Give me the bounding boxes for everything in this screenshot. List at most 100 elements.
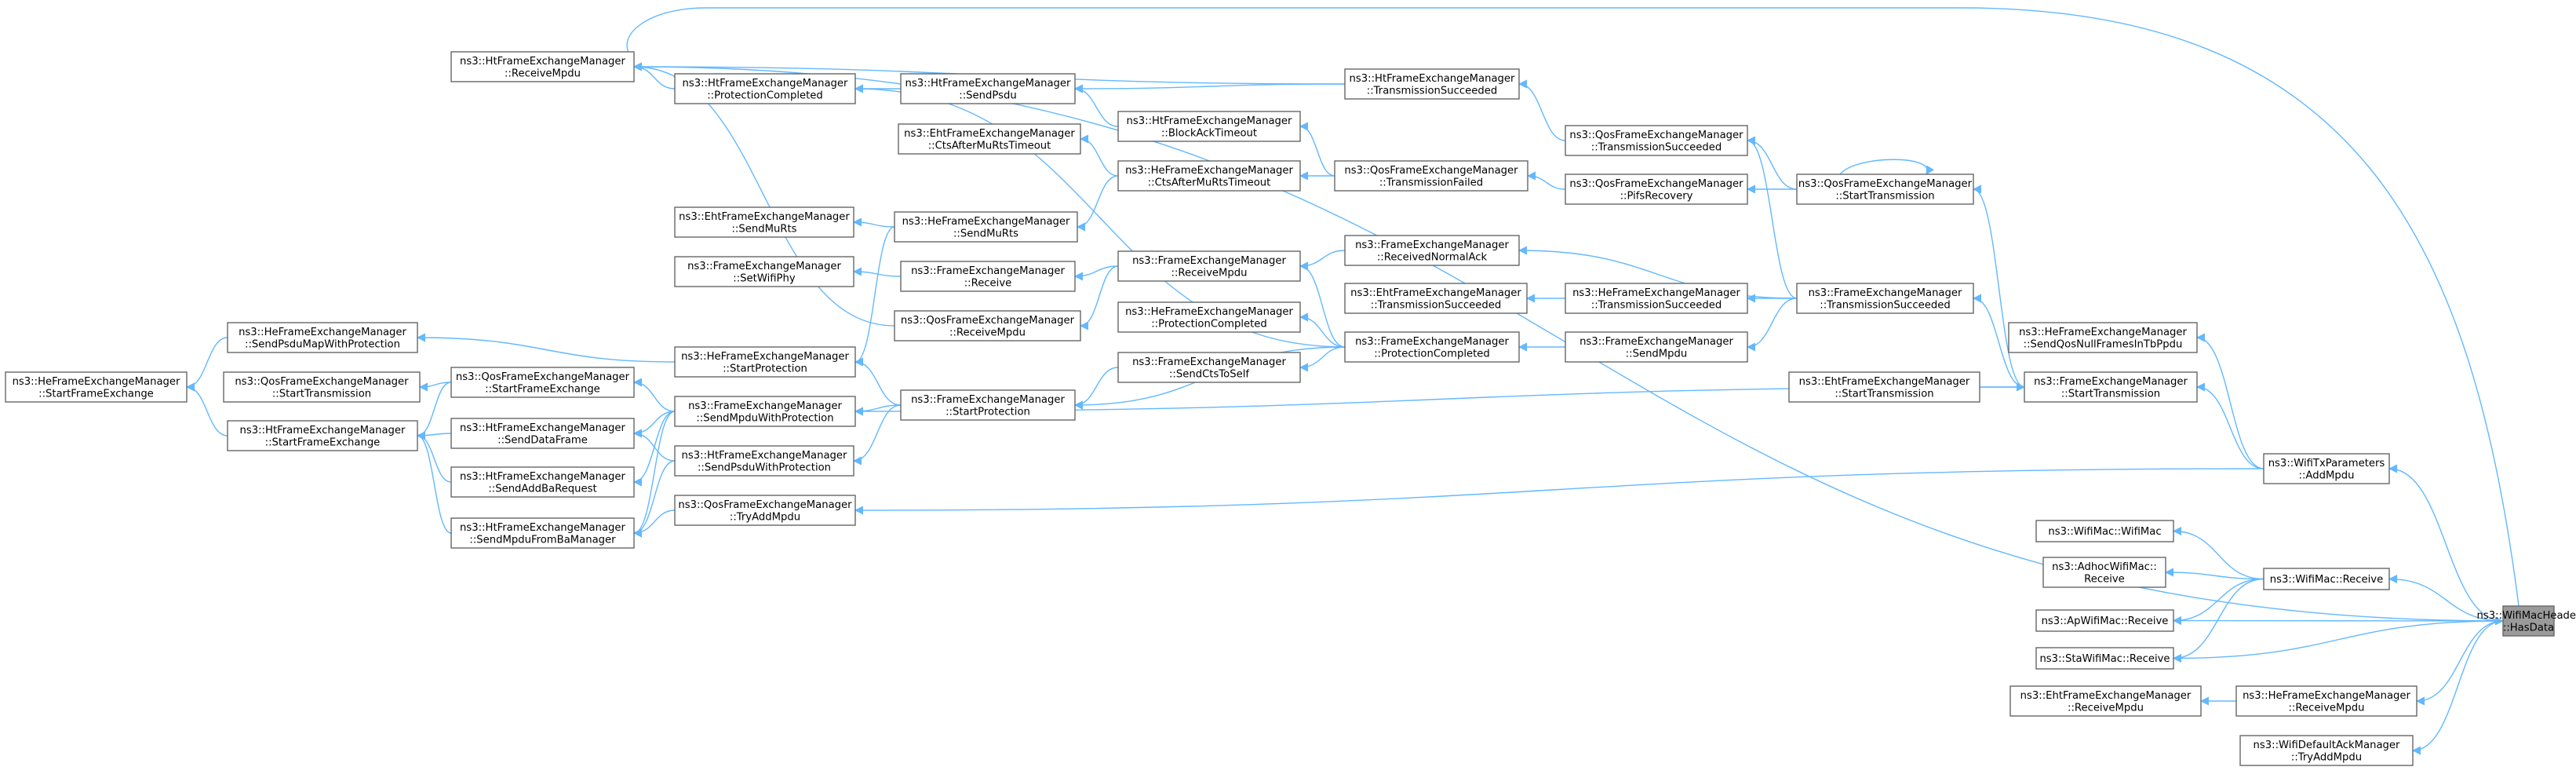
edge-ht-txs-to-ht-sendpsdu bbox=[1073, 83, 1346, 93]
node-q-txs[interactable]: ns3::QosFrameExchangeManager::Transmissi… bbox=[1565, 125, 1748, 156]
node-he-startfe[interactable]: ns3::HeFrameExchangeManager::StartFrameE… bbox=[5, 371, 188, 403]
node-ht-startfe[interactable]: ns3::HtFrameExchangeManager::StartFrameE… bbox=[227, 420, 418, 451]
node-fem-sendmpdu[interactable]: ns3::FrameExchangeManager::SendMpdu bbox=[1565, 331, 1748, 363]
node-box bbox=[894, 310, 1081, 342]
node-dack-try[interactable]: ns3::WifiDefaultAckManager::TryAddMpdu bbox=[2239, 735, 2414, 766]
node-label: ::StartProtection bbox=[946, 406, 1030, 418]
node-mac-recv[interactable]: ns3::WifiMac::Receive bbox=[2263, 568, 2390, 590]
node-mac-mac[interactable]: ns3::WifiMac::WifiMac bbox=[2035, 520, 2174, 542]
node-ht-sendpsdu[interactable]: ns3::HtFrameExchangeManager::SendPsdu bbox=[900, 73, 1076, 104]
node-fem-startprot[interactable]: ns3::FrameExchangeManager::StartProtecti… bbox=[900, 389, 1076, 421]
node-label: ns3::FrameExchangeManager bbox=[911, 265, 1065, 277]
edge-q-txs-to-ht-txs bbox=[1518, 79, 1566, 141]
node-eht-recvmpdu[interactable]: ns3::EhtFrameExchangeManager::ReceiveMpd… bbox=[2009, 685, 2202, 717]
node-q-txf[interactable]: ns3::QosFrameExchangeManager::Transmissi… bbox=[1334, 160, 1528, 192]
node-box bbox=[2239, 735, 2414, 766]
node-label: ns3::HtFrameExchangeManager bbox=[460, 522, 625, 534]
node-fem-recv[interactable]: ns3::FrameExchangeManager::Receive bbox=[900, 261, 1076, 292]
node-he-cts[interactable]: ns3::HeFrameExchangeManager::CtsAfterMuR… bbox=[1117, 160, 1301, 192]
edge-ht-addba-to-ht-startfe bbox=[416, 431, 452, 483]
node-q-tryadd[interactable]: ns3::QosFrameExchangeManager::TryAddMpdu bbox=[674, 495, 856, 526]
node-label: ::ProtectionCompleted bbox=[1151, 318, 1267, 330]
node-ht-protc[interactable]: ns3::HtFrameExchangeManager::ProtectionC… bbox=[674, 73, 856, 104]
node-he-psdumap[interactable]: ns3::HeFrameExchangeManager::SendPsduMap… bbox=[227, 322, 418, 353]
node-box bbox=[1117, 301, 1301, 333]
node-q-start[interactable]: ns3::QosFrameExchangeManager::StartTrans… bbox=[1796, 173, 1974, 205]
node-box bbox=[1117, 111, 1301, 142]
node-q-starttx2[interactable]: ns3::QosFrameExchangeManager::StartTrans… bbox=[223, 371, 421, 403]
node-fem-ctsself[interactable]: ns3::FrameExchangeManager::SendCtsToSelf bbox=[1117, 352, 1301, 383]
node-label: ns3::HeFrameExchangeManager bbox=[1125, 165, 1293, 177]
node-box bbox=[900, 389, 1076, 421]
node-label: ns3::QosFrameExchangeManager bbox=[678, 499, 852, 511]
node-label: ns3::EhtFrameExchangeManager bbox=[904, 128, 1075, 140]
node-hasdata[interactable]: ns3::WifiMacHeader::HasData bbox=[2477, 605, 2576, 637]
node-label: ::AddMpdu bbox=[2299, 469, 2355, 481]
node-txp-add[interactable]: ns3::WifiTxParameters::AddMpdu bbox=[2263, 453, 2390, 484]
node-label: ::SendCtsToSelf bbox=[1169, 368, 1249, 380]
node-ht-senddata[interactable]: ns3::HtFrameExchangeManager::SendDataFra… bbox=[450, 418, 635, 449]
edge-fem-start-to-q-start bbox=[1972, 184, 2025, 388]
edge-fem-start-to-fem-txs bbox=[1972, 294, 2025, 388]
node-label: ns3::HeFrameExchangeManager bbox=[1572, 287, 1740, 299]
node-label: ::PifsRecovery bbox=[1620, 190, 1693, 202]
node-eht-cts[interactable]: ns3::EhtFrameExchangeManager::CtsAfterMu… bbox=[898, 123, 1081, 155]
node-eht-mrts[interactable]: ns3::EhtFrameExchangeManager::SendMuRts bbox=[674, 206, 854, 238]
node-ap-recv[interactable]: ns3::ApWifiMac::Receive bbox=[2035, 609, 2174, 632]
node-fem-mpduwp[interactable]: ns3::FrameExchangeManager::SendMpduWithP… bbox=[674, 396, 856, 427]
node-he-txs[interactable]: ns3::HeFrameExchangeManager::Transmissio… bbox=[1565, 283, 1748, 314]
node-label: ns3::HeFrameExchangeManager bbox=[902, 216, 1070, 228]
node-label: ns3::QosFrameExchangeManager bbox=[1569, 130, 1743, 141]
node-he-protc[interactable]: ns3::HeFrameExchangeManager::ProtectionC… bbox=[1117, 301, 1301, 333]
node-sta-recv[interactable]: ns3::StaWifiMac::Receive bbox=[2035, 647, 2174, 670]
node-label: ::TransmissionSucceeded bbox=[1367, 85, 1497, 97]
node-fem-txs[interactable]: ns3::FrameExchangeManager::TransmissionS… bbox=[1796, 283, 1974, 314]
node-label: ns3::HtFrameExchangeManager bbox=[1127, 115, 1292, 127]
node-label: ns3::HeFrameExchangeManager bbox=[1125, 306, 1293, 318]
node-fem-start[interactable]: ns3::FrameExchangeManager::StartTransmis… bbox=[2024, 371, 2198, 403]
node-q-pifs[interactable]: ns3::QosFrameExchangeManager::PifsRecove… bbox=[1565, 173, 1748, 205]
node-label: ::SendQosNullFramesInTbPpdu bbox=[2024, 338, 2183, 350]
node-adhoc-recv[interactable]: ns3::AdhocWifiMac::Receive bbox=[2042, 557, 2166, 588]
edge-he-psdumap-to-he-startfe bbox=[185, 337, 228, 392]
node-eht-txs[interactable]: ns3::EhtFrameExchangeManager::Transmissi… bbox=[1344, 283, 1528, 314]
node-box bbox=[1565, 331, 1748, 363]
edge-hasdata-to-ap-recv bbox=[2172, 615, 2504, 626]
node-box bbox=[1796, 283, 1974, 314]
edge-fem-startprot-to-fem-mpduwp bbox=[854, 404, 902, 416]
node-he-qosnull[interactable]: ns3::HeFrameExchangeManager::SendQosNull… bbox=[2008, 322, 2198, 353]
node-he-recvmpdu[interactable]: ns3::HeFrameExchangeManager::ReceiveMpdu bbox=[2235, 685, 2418, 717]
node-eht-start[interactable]: ns3::EhtFrameExchangeManager::StartTrans… bbox=[1788, 371, 1980, 403]
node-label: ns3::FrameExchangeManager bbox=[1132, 255, 1286, 267]
edge-fem-ctsself-to-fem-startprot bbox=[1073, 367, 1119, 410]
edge-mac-recv-to-mac-mac bbox=[2172, 526, 2264, 580]
node-he-mrts[interactable]: ns3::HeFrameExchangeManager::SendMuRts bbox=[894, 211, 1078, 243]
node-q-startfe[interactable]: ns3::QosFrameExchangeManager::StartFrame… bbox=[450, 367, 635, 398]
node-box bbox=[1344, 68, 1520, 100]
node-label: ns3::FrameExchangeManager bbox=[911, 394, 1065, 406]
node-label: ns3::HeFrameExchangeManager bbox=[13, 376, 180, 388]
node-ht-recv[interactable]: ns3::HtFrameExchangeManager::ReceiveMpdu bbox=[450, 51, 635, 82]
node-label: ::SendMpdu bbox=[1626, 348, 1688, 360]
node-ht-txs[interactable]: ns3::HtFrameExchangeManager::Transmissio… bbox=[1344, 68, 1520, 100]
node-fem-protc[interactable]: ns3::FrameExchangeManager::ProtectionCom… bbox=[1344, 331, 1520, 363]
node-box bbox=[2263, 453, 2390, 484]
node-label: ns3::EhtFrameExchangeManager bbox=[2020, 690, 2192, 702]
edge-ht-bat-to-ht-sendpsdu bbox=[1073, 84, 1119, 127]
node-ht-addba[interactable]: ns3::HtFrameExchangeManager::SendAddBaRe… bbox=[450, 466, 635, 498]
edge-fem-startprot-to-ht-psduwp bbox=[852, 404, 902, 466]
node-fem-recvmpdu[interactable]: ns3::FrameExchangeManager::ReceiveMpdu bbox=[1117, 250, 1301, 282]
node-he-startprot[interactable]: ns3::HeFrameExchangeManager::StartProtec… bbox=[674, 346, 856, 378]
node-ht-psduwp[interactable]: ns3::HtFrameExchangeManager::SendPsduWit… bbox=[674, 445, 854, 477]
edge-q-start-to-q-txs bbox=[1746, 136, 1798, 190]
node-ht-fromba[interactable]: ns3::HtFrameExchangeManager::SendMpduFro… bbox=[450, 517, 635, 549]
node-box bbox=[227, 420, 418, 451]
node-fem-setphy[interactable]: ns3::FrameExchangeManager::SetWifiPhy bbox=[674, 256, 854, 287]
node-label: ns3::FrameExchangeManager bbox=[688, 400, 842, 412]
node-ht-bat[interactable]: ns3::HtFrameExchangeManager::BlockAckTim… bbox=[1117, 111, 1301, 142]
node-label: ns3::QosFrameExchangeManager bbox=[235, 376, 409, 388]
node-box bbox=[1565, 125, 1748, 156]
node-fem-rna[interactable]: ns3::FrameExchangeManager::ReceivedNorma… bbox=[1344, 235, 1520, 266]
node-q-recvmpdu[interactable]: ns3::QosFrameExchangeManager::ReceiveMpd… bbox=[894, 310, 1081, 342]
